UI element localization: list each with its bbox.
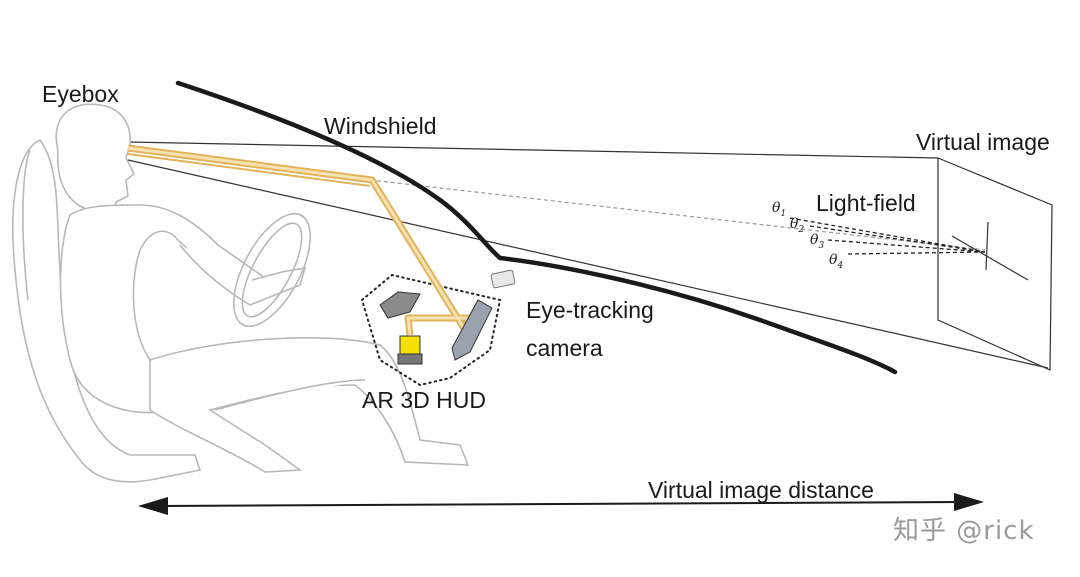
virtual-image-label: Virtual image (916, 129, 1050, 155)
watermark: 知乎 @rick (893, 516, 1035, 546)
driver-arm (179, 244, 307, 306)
frustum-bottom-line (127, 159, 1049, 369)
eye-tracking-label: Eye-tracking (526, 297, 654, 323)
eyebox-label: Eyebox (42, 81, 119, 107)
virtual-distance-label: Virtual image distance (648, 477, 874, 503)
light-field-label: Light-field (816, 190, 916, 216)
eye-tracking-camera-icon (490, 269, 516, 289)
frustum-top-line (127, 141, 939, 159)
light-field-rays (789, 217, 986, 255)
windshield-line (175, 80, 898, 375)
camera-label: camera (526, 335, 603, 361)
theta-3-label: θ3 (810, 232, 825, 251)
hud-components (379, 269, 516, 365)
hud-mirror (451, 299, 493, 361)
windshield-label: Windshield (324, 113, 437, 139)
driver-legs (149, 337, 470, 473)
hud-enclosure (360, 273, 502, 387)
hud-projector (379, 291, 421, 319)
driver-torso (59, 204, 270, 414)
ar-hud-label: AR 3D HUD (362, 387, 486, 413)
virtual-image-plane (937, 157, 1053, 371)
theta-1-label: θ1 (772, 200, 787, 219)
distance-arrow (138, 493, 984, 515)
theta-4-label: θ4 (829, 252, 844, 271)
theta-2-label: θ2 (790, 216, 805, 235)
driver-outline (55, 103, 470, 473)
steering-wheel (233, 212, 311, 328)
frustum-mid-line (369, 179, 986, 251)
hud-display-yellow (399, 335, 421, 357)
driver-head (55, 103, 136, 224)
view-frustum (127, 141, 1049, 369)
